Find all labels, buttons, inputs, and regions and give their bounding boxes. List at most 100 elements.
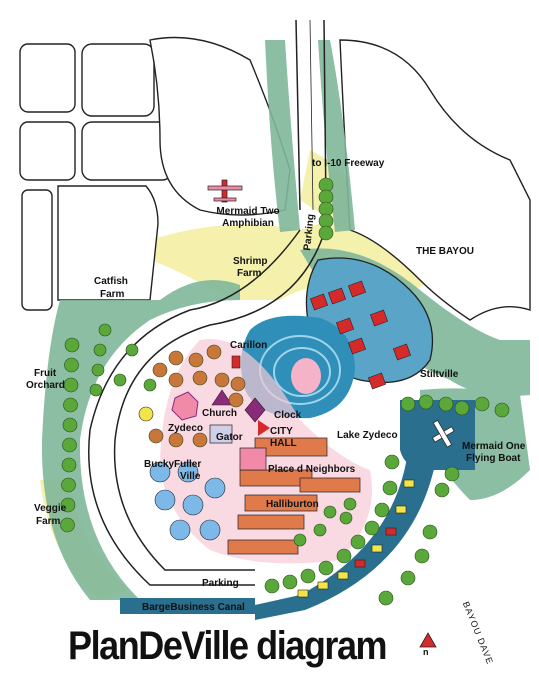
tree [293, 533, 307, 547]
label-clock: Clock [274, 410, 302, 421]
tree [62, 437, 77, 453]
tree [61, 477, 76, 493]
tree [434, 482, 450, 498]
tree [444, 466, 460, 482]
tree [382, 480, 398, 496]
label-bucky: BuckyFuller [144, 459, 202, 470]
label-amphibian: Amphibian [222, 218, 274, 229]
canal-buildings [297, 479, 415, 598]
label-veggie: Veggie [34, 503, 67, 514]
label-carillon: Carillon [230, 340, 268, 351]
tree [63, 377, 79, 393]
tree [168, 372, 184, 388]
label-hall: HALL [270, 438, 297, 449]
label-lake-zydeco: Lake Zydeco [337, 430, 398, 441]
label-shrimp-farm: Farm [237, 268, 262, 279]
tree [300, 568, 316, 584]
tree [192, 370, 208, 386]
tree [454, 400, 470, 416]
tree [400, 396, 416, 412]
tree [414, 548, 430, 564]
tree [318, 225, 334, 241]
tree [343, 497, 357, 511]
tree [148, 428, 164, 444]
tree [336, 548, 352, 564]
tree [206, 344, 222, 360]
land-parcels [19, 36, 531, 321]
ring-road [88, 229, 326, 586]
label-catfish-farm: Farm [100, 289, 125, 300]
label-shrimp: Shrimp [233, 256, 268, 267]
tree [374, 502, 390, 518]
seaplane-icon [207, 179, 243, 203]
page-title: PlanDeVille diagram [68, 624, 388, 668]
label-city: CITY [270, 426, 293, 437]
church-icon [211, 389, 233, 406]
label-barge-canal: BargeBusiness Canal [142, 602, 245, 613]
tree [230, 376, 246, 392]
label-orchard: Orchard [26, 380, 65, 391]
tree [63, 397, 78, 413]
tree [113, 373, 127, 387]
tree [93, 343, 107, 357]
label-the-bayou: THE BAYOU [416, 246, 474, 257]
tree [474, 396, 490, 412]
tree [378, 590, 394, 606]
tree [60, 517, 75, 533]
tree [494, 402, 510, 418]
tree [350, 534, 366, 550]
label-ville: Ville [180, 471, 201, 482]
north-arrow-icon: n [418, 631, 438, 661]
label-mermaid-two: Mermaid Two [216, 206, 280, 217]
tree [64, 357, 79, 373]
label-place: Place d Neighbors [268, 464, 356, 475]
tree [188, 352, 204, 368]
tree [282, 574, 298, 590]
tree [318, 560, 334, 576]
clock-icon [244, 397, 270, 436]
tree [61, 457, 77, 473]
label-veggie-farm: Farm [36, 516, 61, 527]
stiltville-houses [309, 280, 412, 390]
tree [364, 520, 380, 536]
tree [89, 383, 103, 397]
tree [60, 497, 76, 513]
label-catfish: Catfish [94, 276, 128, 287]
tree [264, 578, 280, 594]
tree [422, 524, 438, 540]
tree [339, 511, 353, 525]
tree [125, 343, 139, 357]
carillon-icon [231, 355, 241, 369]
tree [64, 337, 80, 353]
label-fruit: Fruit [34, 368, 57, 379]
tree [418, 394, 434, 410]
label-flying-boat: Flying Boat [466, 453, 521, 464]
tree [152, 362, 168, 378]
label-gator: Gator [216, 432, 243, 443]
trees [60, 177, 510, 606]
label-church: Church [202, 408, 237, 419]
town-buildings [209, 424, 361, 555]
label-freeway: to I-10 Freeway [312, 158, 385, 169]
zydeco-plaza [138, 391, 199, 422]
tree [323, 505, 337, 519]
tree [214, 372, 230, 388]
tree [400, 570, 416, 586]
tree [313, 523, 327, 537]
tree [384, 454, 400, 470]
label-mermaid-one: Mermaid One [462, 441, 526, 452]
tree [62, 417, 78, 433]
tree [228, 392, 244, 408]
label-stiltville: Stiltville [420, 369, 459, 380]
tree [168, 432, 184, 448]
tree [168, 350, 184, 366]
label-halliburton: Halliburton [266, 499, 319, 510]
label-zydeco: Zydeco [168, 423, 204, 434]
label-parking-bottom: Parking [202, 578, 239, 589]
mermaid-one-plane [431, 419, 455, 448]
tree [98, 323, 112, 337]
barge-canal [120, 430, 440, 620]
tree [192, 432, 208, 448]
tree [91, 363, 105, 377]
